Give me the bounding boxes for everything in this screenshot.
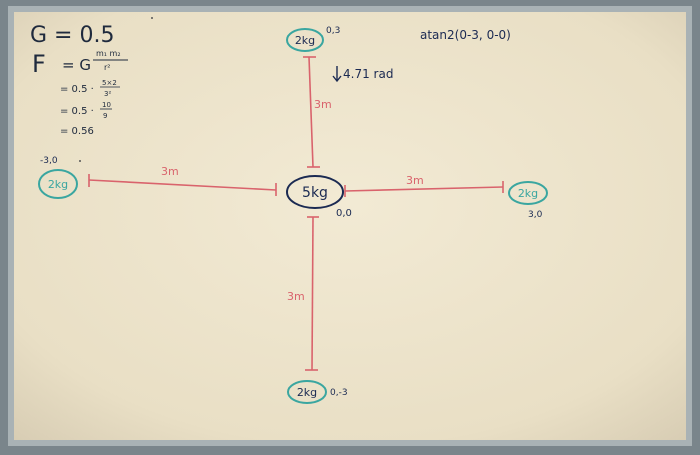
mass-center-circle: [286, 175, 344, 209]
f-formula: = G: [62, 56, 91, 74]
step1-numerator: 5×2: [102, 79, 117, 87]
distance-label-top: 3m: [314, 98, 332, 111]
distance-lines: [88, 56, 504, 371]
mass-top: 2kg 0,3: [286, 26, 340, 52]
whiteboard-surface: [14, 12, 686, 440]
mass-center-coord: 0,0: [336, 208, 352, 219]
distance-label-left: 3m: [161, 165, 179, 178]
step2-numerator: 10: [102, 101, 111, 109]
distance-label-bottom: 3m: [287, 290, 305, 303]
mass-left: 2kg -3,0: [38, 156, 78, 199]
equations-block: G = 0.5 F = G m₁ m₂ r² = 0.5 · 5×2 3² = …: [30, 23, 128, 137]
mass-bottom: 2kg 0,-3: [287, 380, 348, 404]
step2-text: = 0.5 ·: [60, 106, 94, 117]
mass-right-label: 2kg: [518, 187, 538, 200]
mass-right-circle: [508, 181, 548, 205]
angle-annotation: 4.71 rad: [332, 66, 393, 83]
mass-left-label: 2kg: [48, 178, 68, 191]
mass-left-coord: -3,0: [40, 156, 58, 166]
f-fraction-numerator: m₁ m₂: [96, 49, 121, 58]
step1-text: = 0.5 ·: [60, 84, 94, 95]
marker-dot: [79, 160, 81, 162]
step1-denominator: 3²: [104, 90, 111, 98]
atan2-text: atan2(0-3, 0-0): [420, 28, 511, 42]
arrowhead-icon: [332, 75, 342, 83]
mass-right: 2kg 3,0: [508, 181, 548, 220]
mass-top-coord: 0,3: [326, 26, 340, 36]
distance-label-right: 3m: [406, 174, 424, 187]
line-right: [344, 186, 504, 192]
line-bottom: [311, 216, 314, 371]
mass-left-circle: [38, 169, 78, 199]
mass-center-label: 5kg: [302, 185, 328, 201]
g-equation: G = 0.5: [30, 23, 114, 48]
step2-denominator: 9: [103, 112, 107, 120]
f-label: F: [32, 50, 46, 78]
mass-top-label: 2kg: [295, 34, 315, 47]
mass-bottom-label: 2kg: [297, 386, 317, 399]
mass-center: 5kg 0,0: [286, 175, 352, 219]
mass-bottom-coord: 0,-3: [330, 388, 348, 398]
mass-top-circle: [286, 28, 324, 52]
f-fraction-denominator: r²: [104, 63, 111, 72]
mass-bottom-circle: [287, 380, 327, 404]
step3-text: = 0.56: [60, 126, 94, 137]
line-top: [308, 56, 314, 168]
mass-right-coord: 3,0: [528, 210, 543, 220]
line-left: [88, 179, 277, 191]
angle-value: 4.71 rad: [343, 67, 393, 81]
marker-dot: [151, 17, 153, 19]
